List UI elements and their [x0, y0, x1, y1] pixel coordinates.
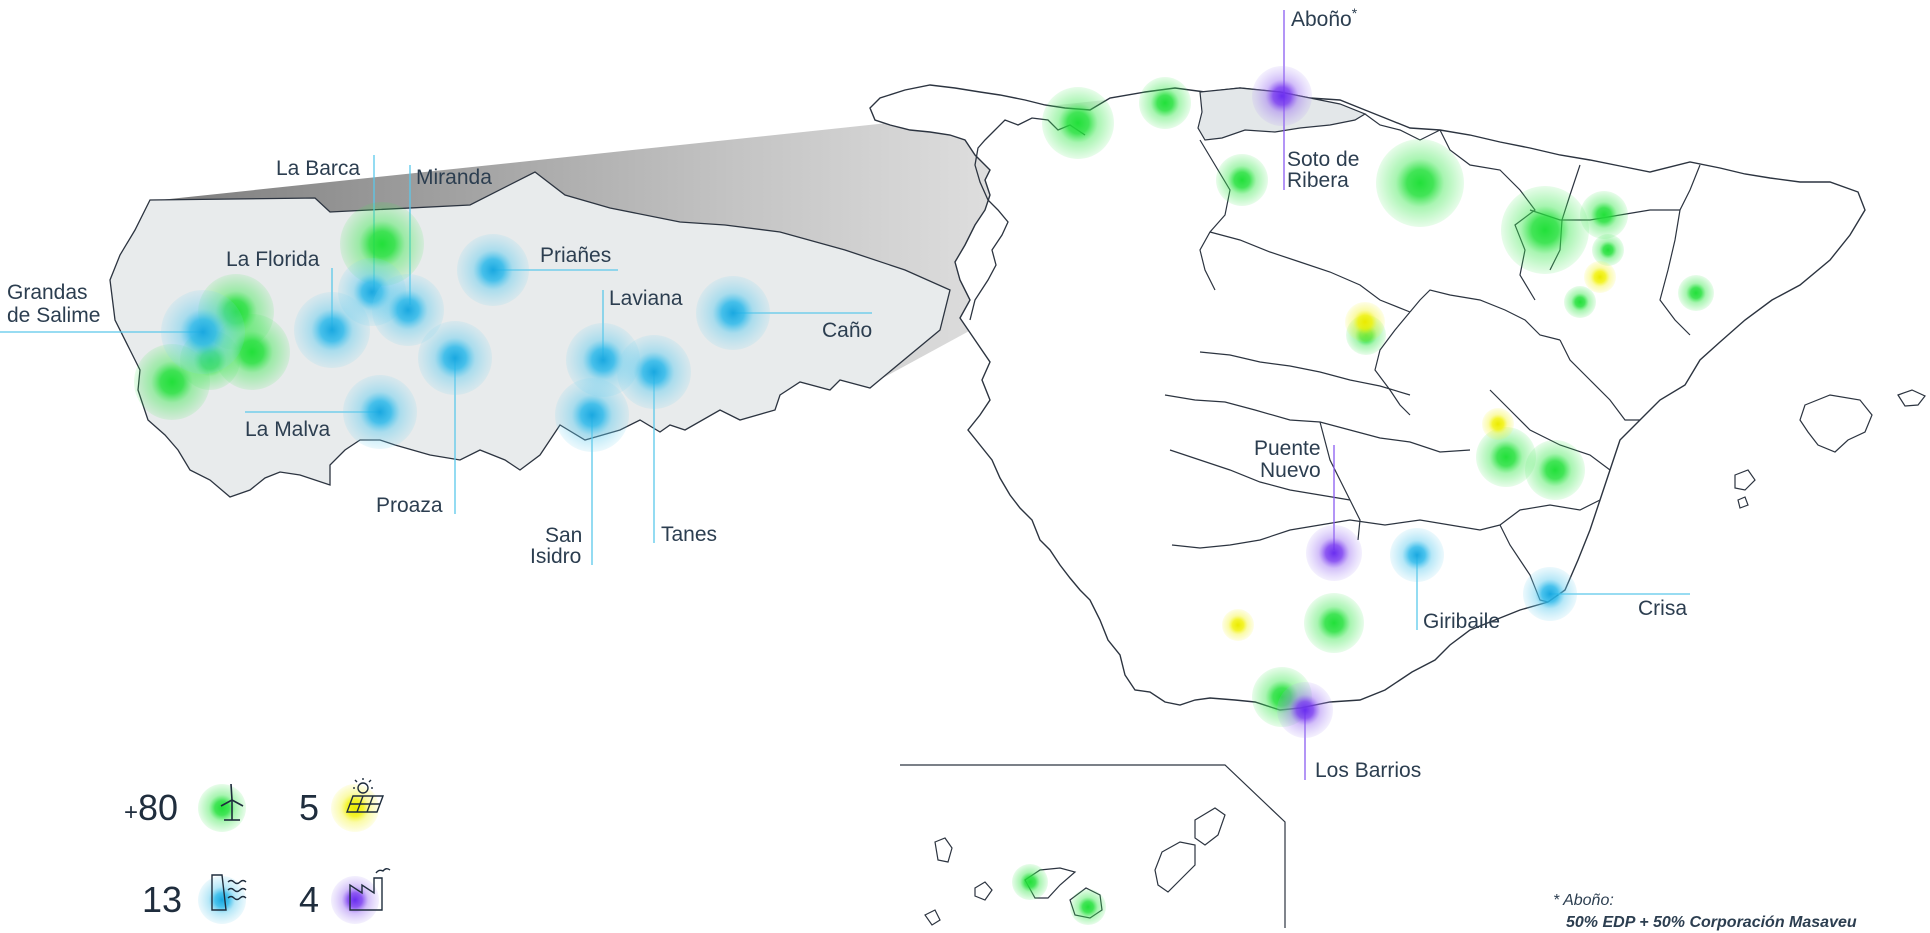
asturias-labels: La Barca Miranda La Florida Priañes Gran… [7, 157, 872, 568]
label-tanes: Tanes [661, 523, 717, 546]
asturias-markers [134, 202, 770, 452]
label-giribaile: Giribaile [1423, 610, 1500, 633]
footnote-title: * Aboño: [1553, 892, 1614, 909]
wind-plant-marker [1139, 77, 1191, 129]
wind-plant-marker [1304, 593, 1364, 653]
legend-solar-count: 5 [299, 787, 319, 828]
label-puente-line2: Nuevo [1260, 459, 1321, 482]
wind-plant-marker [1564, 286, 1596, 318]
wind-plant-marker [1042, 87, 1114, 159]
hydro-plant-marker [1390, 528, 1444, 582]
label-crisa: Crisa [1638, 597, 1687, 620]
factory-icon [349, 868, 391, 911]
legend-wind-count: +80 [124, 787, 178, 828]
wind-plant-marker [1678, 275, 1714, 311]
hydro-plant-marker [1523, 567, 1577, 621]
solar-panel-icon [345, 778, 385, 813]
hydro-plant-marker [372, 274, 444, 346]
solar-plant-marker [1345, 302, 1385, 342]
hydro-plant-marker [457, 234, 529, 306]
hydro-plant-marker [418, 321, 492, 395]
hydro-plant-marker [555, 378, 629, 452]
solar-plant-marker [1222, 609, 1254, 641]
wind-plant-marker [1501, 186, 1589, 274]
wind-plant-marker [1012, 864, 1048, 900]
label-soto-line1: Soto de [1287, 148, 1359, 171]
label-abono: Aboño* [1291, 5, 1358, 31]
label-grandas-line2: de Salime [7, 304, 100, 327]
label-san-isidro-line2: Isidro [530, 545, 581, 568]
legend-hydro-count: 13 [142, 879, 182, 920]
legend-thermal-swatch [331, 876, 379, 924]
footnote: * Aboño: 50% EDP + 50% Corporación Masav… [1553, 892, 1857, 931]
hydro-plant-marker [161, 290, 245, 374]
hydro-plant-marker [696, 276, 770, 350]
thermal-plant-marker [1306, 525, 1362, 581]
wind-turbine-icon [220, 783, 244, 821]
wind-plant-marker [1376, 139, 1464, 227]
legend-thermal-count: 4 [299, 879, 319, 920]
thermal-plant-marker [1252, 66, 1312, 126]
solar-plant-marker [1482, 408, 1514, 440]
legend-hydro-swatch [198, 876, 246, 924]
label-la-barca: La Barca [276, 157, 360, 180]
label-grandas-line1: Grandas [7, 281, 88, 304]
spain-peninsula-shape [869, 84, 1866, 711]
dam-icon [211, 874, 247, 911]
spain-markers [1012, 66, 1714, 925]
canary-box [900, 764, 1286, 928]
wind-plant-marker [1216, 154, 1268, 206]
label-proaza: Proaza [376, 494, 443, 517]
label-prianes: Priañes [540, 244, 611, 267]
spain-labels: Aboño* Soto de Ribera Puente Nuevo Girib… [1254, 5, 1687, 782]
label-san-isidro-line1: San [545, 524, 582, 547]
wind-plant-marker [1580, 191, 1628, 239]
label-laviana: Laviana [609, 287, 683, 310]
thermal-plant-marker [1277, 682, 1333, 738]
label-la-florida: La Florida [226, 248, 320, 271]
solar-plant-marker [1584, 261, 1616, 293]
label-puente-line1: Puente [1254, 437, 1321, 460]
label-cano: Caño [822, 319, 872, 342]
wind-plant-marker [1476, 427, 1536, 487]
legend-wind-swatch [198, 784, 246, 832]
balearic-islands [1734, 389, 1926, 509]
label-la-malva: La Malva [245, 418, 331, 441]
label-miranda: Miranda [416, 166, 492, 189]
hydro-plant-marker [343, 375, 417, 449]
label-soto-line2: Ribera [1287, 169, 1349, 192]
legend: +80 5 13 [124, 778, 391, 924]
hydro-plant-marker [294, 292, 370, 368]
wind-plant-marker [1592, 234, 1624, 266]
wind-plant-marker [1070, 889, 1106, 925]
label-los-barrios: Los Barrios [1315, 759, 1421, 782]
footnote-body: 50% EDP + 50% Corporación Masaveu [1566, 914, 1857, 931]
legend-solar-swatch [331, 784, 379, 832]
hydro-plant-marker [617, 335, 691, 409]
wind-plant-marker [1525, 440, 1585, 500]
asturias-inset-shape [109, 171, 951, 498]
